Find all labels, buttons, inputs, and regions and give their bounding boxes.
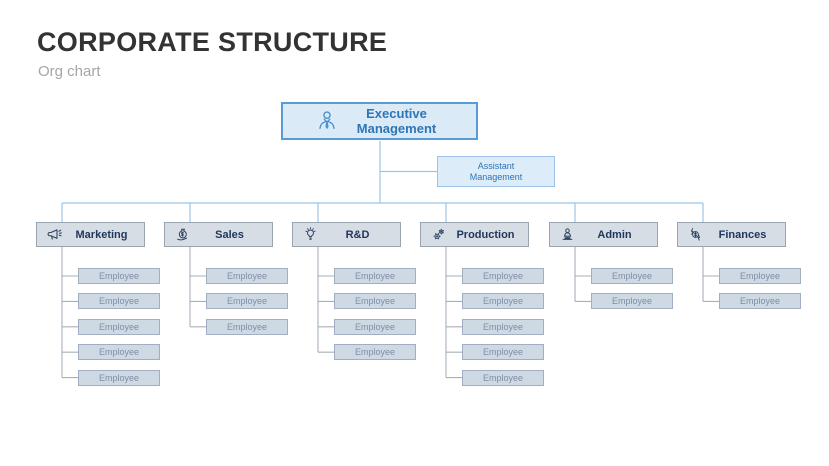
employee-label: Employee <box>226 271 268 281</box>
department-label: Production <box>456 228 515 241</box>
employee-box[interactable]: Employee <box>462 344 544 360</box>
assistant-management-box[interactable]: Assistant Management <box>437 156 555 187</box>
employee-label: Employee <box>98 271 140 281</box>
department-box-production[interactable]: Production <box>420 222 529 247</box>
department-box-sales[interactable]: Sales <box>164 222 273 247</box>
department-label: R&D <box>345 228 370 241</box>
department-label: Admin <box>597 228 632 241</box>
employee-box[interactable]: Employee <box>78 319 160 335</box>
employee-label: Employee <box>98 347 140 357</box>
department-box-marketing[interactable]: Marketing <box>36 222 145 247</box>
employee-box[interactable]: Employee <box>591 268 673 284</box>
employee-label: Employee <box>482 373 524 383</box>
employee-label: Employee <box>354 296 396 306</box>
lightbulb-icon <box>302 226 319 243</box>
department-box-admin[interactable]: Admin <box>549 222 658 247</box>
person-tie-icon <box>315 109 339 133</box>
employee-label: Employee <box>98 322 140 332</box>
employee-label: Employee <box>739 271 781 281</box>
employee-label: Employee <box>354 322 396 332</box>
department-label: Finances <box>718 228 767 241</box>
person-desk-icon <box>559 226 576 243</box>
executive-management-label: Executive Management <box>356 106 437 136</box>
employee-box[interactable]: Employee <box>78 268 160 284</box>
employee-box[interactable]: Employee <box>462 370 544 386</box>
employee-label: Employee <box>354 271 396 281</box>
employee-label: Employee <box>611 296 653 306</box>
employee-label: Employee <box>98 373 140 383</box>
employee-label: Employee <box>739 296 781 306</box>
money-bag-icon <box>174 226 191 243</box>
employee-box[interactable]: Employee <box>719 293 801 309</box>
employee-box[interactable]: Employee <box>206 319 288 335</box>
coin-exchange-icon <box>687 226 704 243</box>
employee-box[interactable]: Employee <box>78 293 160 309</box>
employee-label: Employee <box>226 296 268 306</box>
gears-icon <box>430 226 447 243</box>
employee-label: Employee <box>482 322 524 332</box>
employee-label: Employee <box>354 347 396 357</box>
employee-label: Employee <box>611 271 653 281</box>
assistant-management-label: Assistant Management <box>469 160 523 182</box>
employee-label: Employee <box>482 271 524 281</box>
employee-box[interactable]: Employee <box>719 268 801 284</box>
employee-box[interactable]: Employee <box>462 268 544 284</box>
employee-label: Employee <box>482 296 524 306</box>
employee-box[interactable]: Employee <box>462 319 544 335</box>
employee-box[interactable]: Employee <box>78 370 160 386</box>
department-box-finances[interactable]: Finances <box>677 222 786 247</box>
employee-box[interactable]: Employee <box>206 268 288 284</box>
page-subtitle: Org chart <box>38 63 101 80</box>
employee-box[interactable]: Employee <box>334 344 416 360</box>
employee-label: Employee <box>98 296 140 306</box>
employee-box[interactable]: Employee <box>591 293 673 309</box>
employee-box[interactable]: Employee <box>334 268 416 284</box>
department-box-rd[interactable]: R&D <box>292 222 401 247</box>
employee-box[interactable]: Employee <box>334 293 416 309</box>
page-title: CORPORATE STRUCTURE <box>37 27 388 57</box>
megaphone-icon <box>46 226 63 243</box>
employee-box[interactable]: Employee <box>334 319 416 335</box>
executive-management-box[interactable]: Executive Management <box>281 102 478 140</box>
employee-box[interactable]: Employee <box>462 293 544 309</box>
department-label: Marketing <box>75 228 128 241</box>
department-label: Sales <box>215 228 244 241</box>
employee-box[interactable]: Employee <box>78 344 160 360</box>
employee-label: Employee <box>482 347 524 357</box>
employee-box[interactable]: Employee <box>206 293 288 309</box>
employee-label: Employee <box>226 322 268 332</box>
